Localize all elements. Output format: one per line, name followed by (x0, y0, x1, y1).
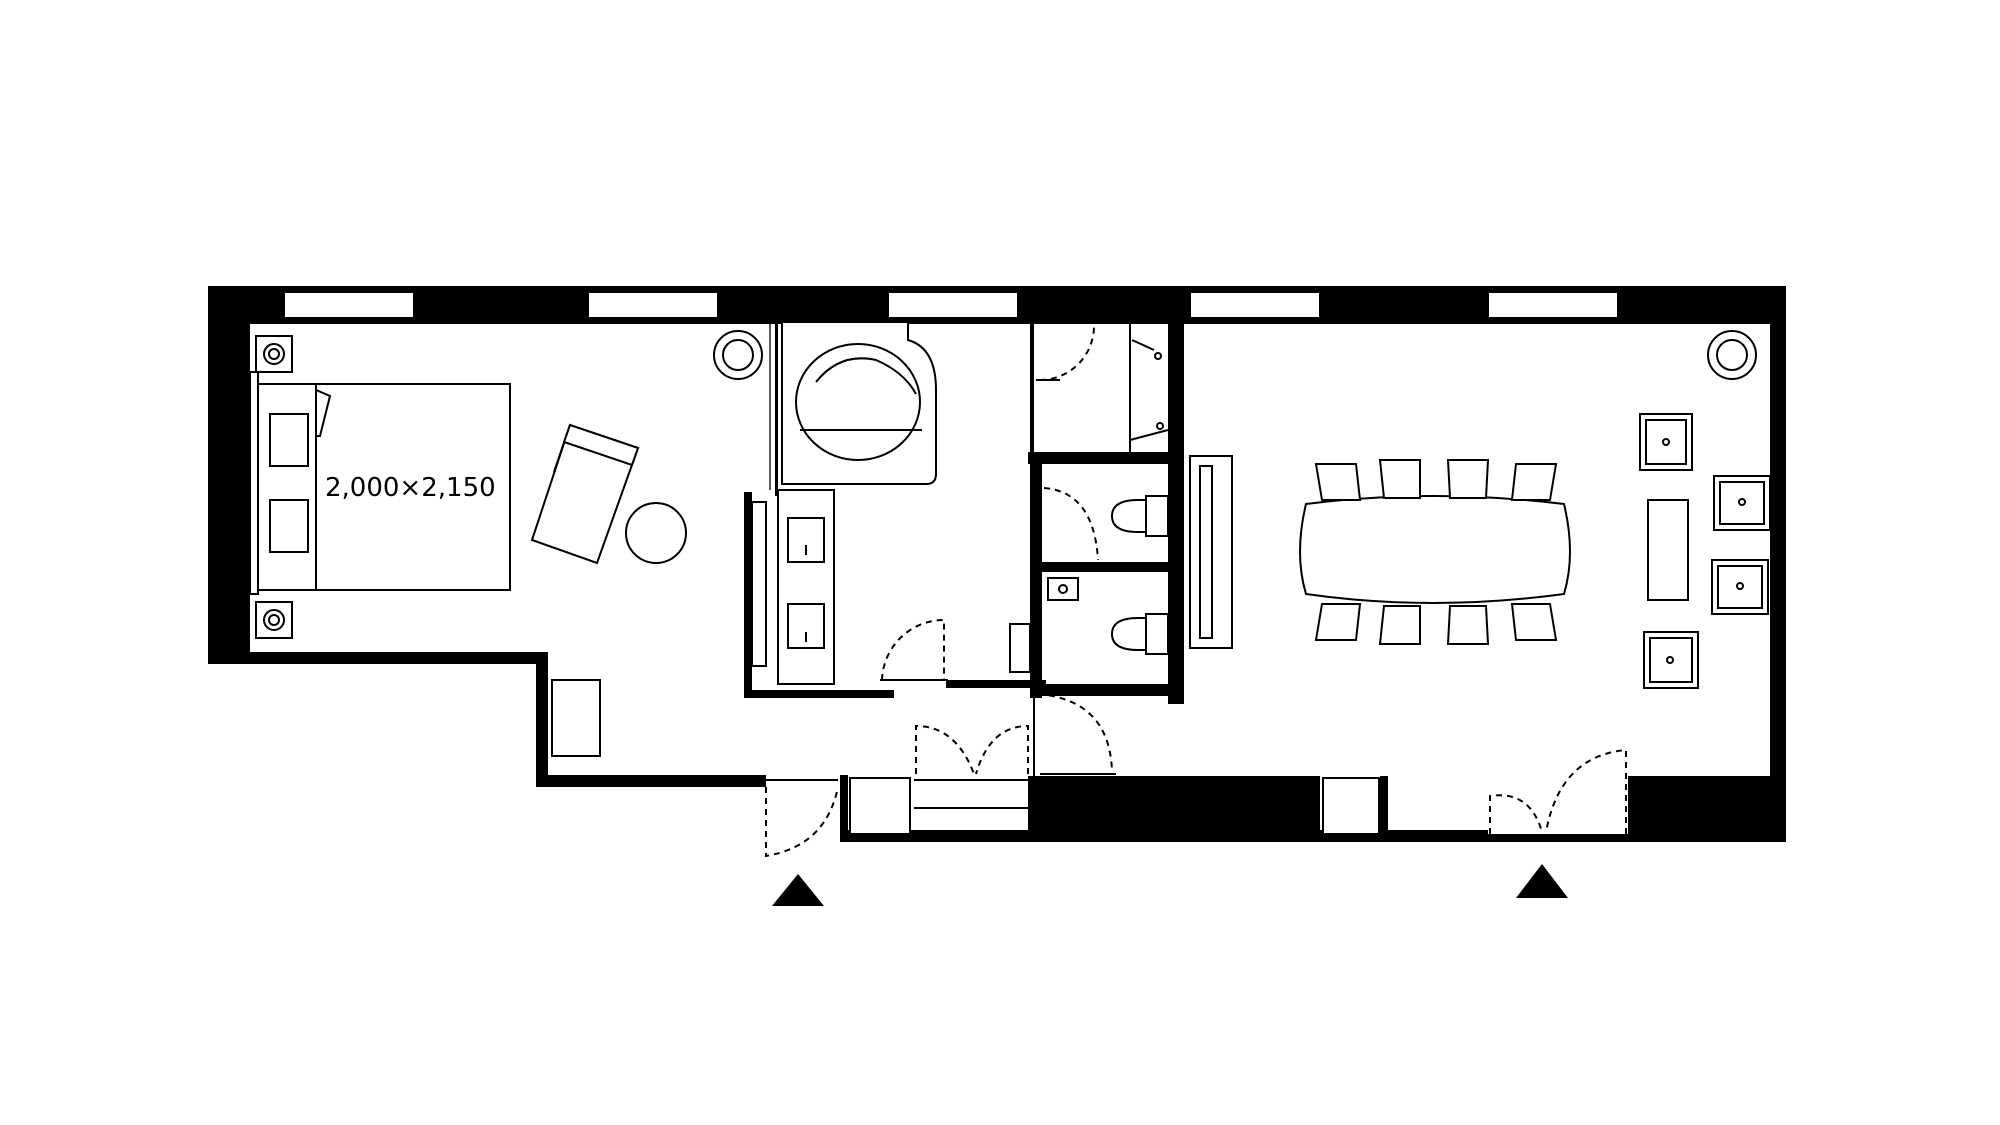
desk (551, 679, 601, 757)
dining-table (1299, 495, 1571, 604)
entrance-door-right (1545, 748, 1627, 834)
tv-panel (1199, 465, 1213, 639)
towel-rack (1009, 623, 1031, 673)
nightstand-top (255, 335, 293, 373)
toilet-1 (1043, 487, 1169, 561)
coffee-table (1647, 499, 1689, 601)
side-table (625, 502, 687, 564)
armchair-1 (1639, 413, 1693, 471)
sink-2 (787, 603, 825, 649)
dining-chairs-top (1314, 459, 1558, 501)
armchair-3 (1711, 559, 1769, 615)
bathtub (781, 321, 937, 485)
vanity-counter (777, 489, 835, 685)
windows (283, 291, 1619, 835)
bed: 2,000×2,150 (257, 383, 511, 591)
wc-corridor-door-swing (1037, 693, 1113, 773)
armchair-2 (1713, 475, 1771, 531)
entrance-door-left (1489, 794, 1543, 834)
column-right (1707, 330, 1757, 380)
bedroom-entry-door-swing (765, 786, 839, 858)
nightstand-bottom (255, 601, 293, 639)
bathroom-door-swing (881, 618, 945, 681)
column-left (713, 330, 763, 380)
armchair-4 (1643, 631, 1699, 689)
lounge-chair (530, 423, 640, 565)
wc-block (849, 322, 1182, 835)
bedroom: 2,000×2,150 (249, 330, 763, 757)
toilet-2 (1047, 577, 1169, 655)
shower (1036, 322, 1169, 452)
closet-door-left (915, 724, 975, 775)
living-dining (1189, 330, 1771, 837)
entrance-arrow-right (1516, 864, 1568, 898)
sink-1 (787, 517, 825, 563)
entrance-arrow-left (772, 874, 824, 906)
dining-chairs-bottom (1314, 603, 1558, 645)
bathroom (744, 321, 1046, 698)
closet-door-right (975, 724, 1029, 775)
bed-dimension-label: 2,000×2,150 (325, 473, 496, 503)
